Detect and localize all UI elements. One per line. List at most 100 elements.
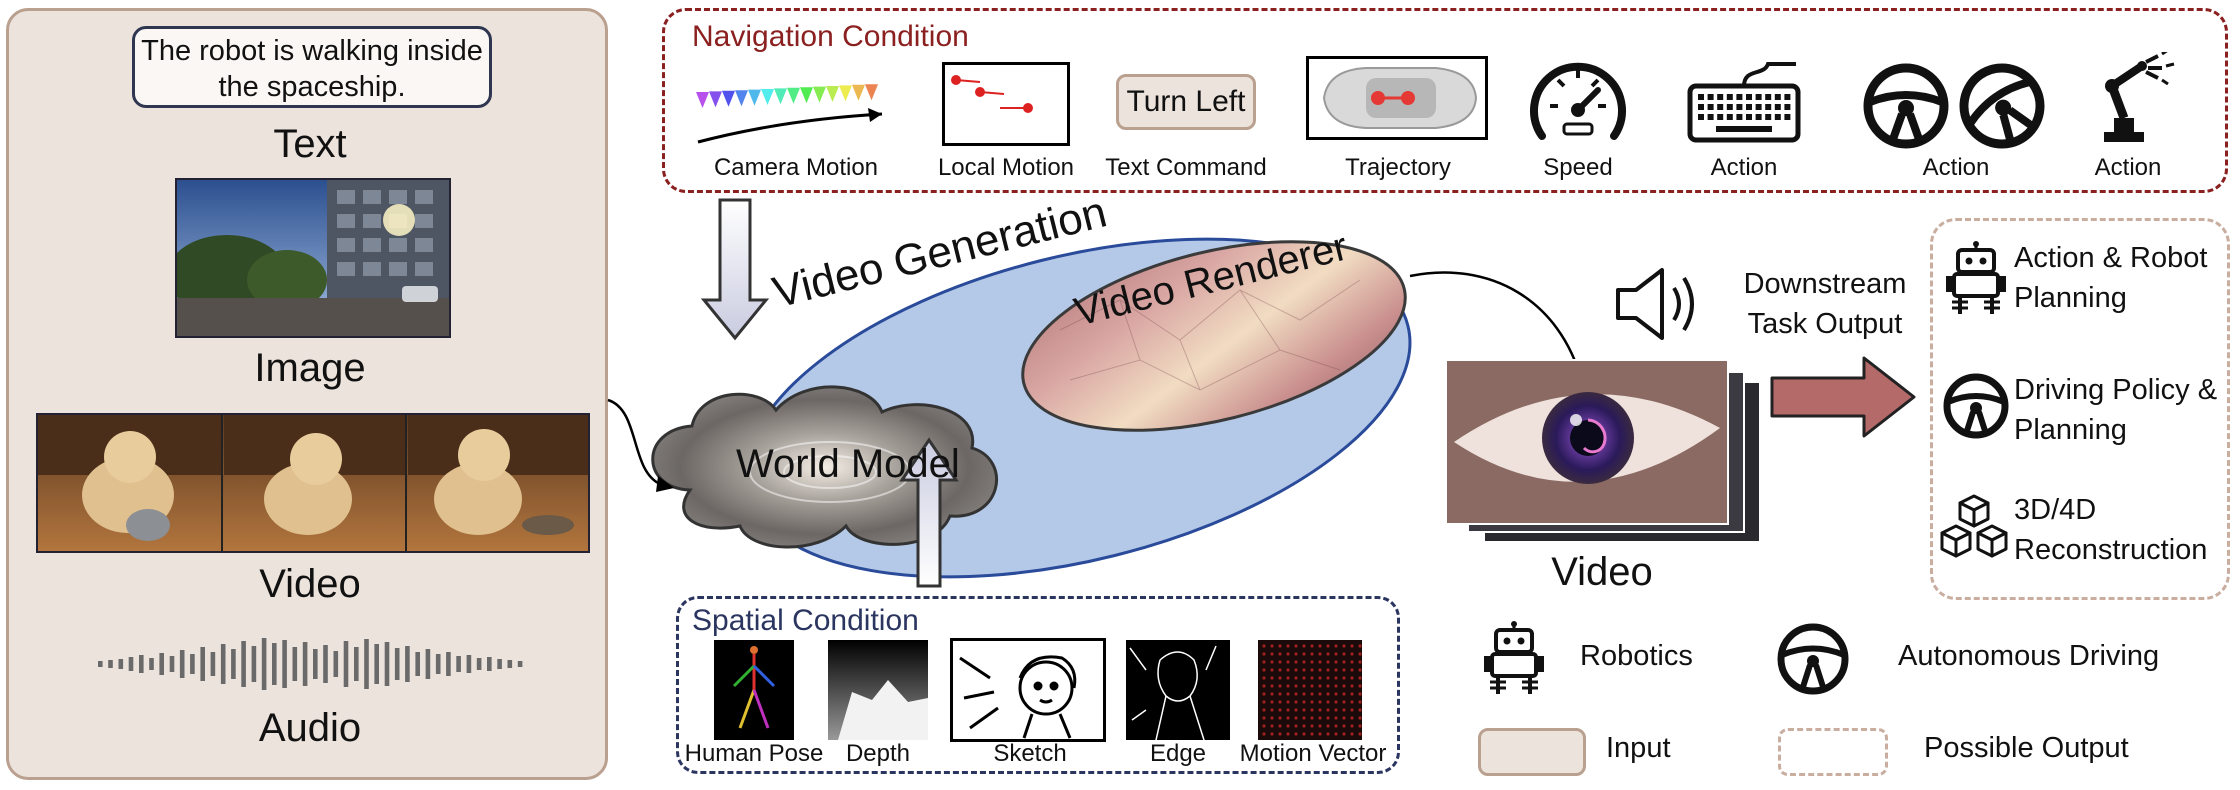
motion-vector-dot — [1278, 692, 1282, 696]
motion-vector-dot — [1318, 724, 1322, 728]
waveform-bar — [220, 644, 226, 684]
world-model-label: World Model — [736, 442, 960, 486]
keyboard-key — [1726, 104, 1733, 110]
motion-vector-dot — [1286, 652, 1290, 656]
waveform-bar — [108, 660, 113, 668]
waveform-bar — [149, 658, 154, 670]
waveform-bar — [190, 654, 195, 674]
motion-vector-dot — [1262, 724, 1266, 728]
steering-wheel-icon — [1863, 63, 1949, 149]
waveform-bar — [323, 645, 328, 683]
motion-vector-dot — [1358, 732, 1362, 736]
motion-vector-dot — [1270, 708, 1274, 712]
nav-label-local-motion: Local Motion — [937, 154, 1075, 181]
label-text: Text — [273, 122, 347, 166]
steering-wheel-turning-icon — [1959, 63, 2045, 149]
spatial-condition-box — [676, 596, 1400, 774]
keyboard-key — [1774, 94, 1781, 100]
motion-vector-dot — [1294, 724, 1298, 728]
motion-vector-dot — [1294, 676, 1298, 680]
motion-vector-dot — [1358, 724, 1362, 728]
motion-vector-dot — [1302, 652, 1306, 656]
motion-vector-dot — [1310, 724, 1314, 728]
waveform-bar — [313, 649, 318, 679]
motion-vector-dot — [1318, 660, 1322, 664]
input-to-model-arrow — [607, 398, 661, 486]
motion-vector-dot — [1350, 716, 1354, 720]
camera-frustum — [696, 92, 709, 108]
motion-vector-dot — [1342, 668, 1346, 672]
human-pose-map — [714, 640, 794, 740]
motion-vector-dot — [1310, 692, 1314, 696]
motion-vector-dot — [1318, 708, 1322, 712]
nav-label-action-robot-arm: Action — [2094, 154, 2162, 181]
motion-vector-dot — [1294, 668, 1298, 672]
motion-vector-dot — [1342, 684, 1346, 688]
keyboard-spacebar — [1716, 126, 1772, 132]
keyboard-key — [1784, 94, 1791, 100]
motion-vector-dot — [1350, 668, 1354, 672]
motion-vector-dot — [1286, 684, 1290, 688]
motion-vector-dot — [1310, 700, 1314, 704]
nav-label-trajectory: Trajectory — [1345, 154, 1451, 181]
video-output-label: Video — [1551, 550, 1653, 594]
camera-frustum — [774, 88, 787, 105]
keyboard-key — [1698, 114, 1704, 120]
keyboard-key — [1746, 104, 1752, 110]
legend-steering-icon — [1777, 623, 1849, 695]
world-model-cloud — [651, 385, 998, 549]
label-video: Video — [259, 562, 361, 606]
motion-vector-dot — [1294, 684, 1298, 688]
waveform-bar — [507, 660, 513, 668]
motion-vector-dot — [1318, 732, 1322, 736]
motion-vector-dot — [1262, 684, 1266, 688]
keyboard-icon — [1687, 62, 1801, 143]
keyboard-key — [1736, 114, 1743, 120]
motion-vector-dot — [1270, 652, 1274, 656]
motion-vector-dot — [1310, 708, 1314, 712]
motion-vector-dot — [1270, 724, 1274, 728]
spatial-label-depth: Depth — [845, 740, 911, 767]
legend-possible-output: Possible Output — [1924, 732, 2129, 764]
motion-vector-dot — [1326, 700, 1330, 704]
label-audio: Audio — [258, 706, 362, 750]
legend-possible-output-swatch — [1778, 728, 1888, 776]
camera-frustum — [800, 87, 813, 104]
local-motion-icon — [942, 62, 1070, 146]
motion-vector-dot — [1334, 724, 1338, 728]
waveform-bar — [517, 661, 523, 667]
keyboard-key — [1755, 104, 1762, 110]
motion-vector-dot — [1358, 668, 1362, 672]
motion-vector-dot — [1342, 652, 1346, 656]
output-arrow — [1770, 356, 1916, 438]
motion-vector-map — [1258, 640, 1362, 740]
motion-vector-dot — [1278, 708, 1282, 712]
speedometer-icon — [1530, 62, 1626, 140]
camera-frustum — [813, 86, 826, 103]
waveform-bar — [128, 657, 134, 671]
motion-vector-dot — [1302, 700, 1306, 704]
motion-vector-dot — [1326, 668, 1330, 672]
motion-vector-dot — [1262, 732, 1266, 736]
motion-vector-dot — [1342, 716, 1346, 720]
motion-vector-dot — [1278, 644, 1282, 648]
legend-robot-icon — [1484, 621, 1544, 694]
motion-vector-dot — [1286, 724, 1290, 728]
motion-vector-dot — [1358, 700, 1362, 704]
motion-vector-dot — [1294, 700, 1298, 704]
waveform-bar — [118, 659, 124, 669]
motion-vector-dot — [1334, 652, 1338, 656]
motion-vector-dot — [1294, 660, 1298, 664]
keyboard-key — [1774, 104, 1781, 110]
robot-arm-icon — [2104, 52, 2175, 142]
motion-vector-dot — [1302, 668, 1306, 672]
generated-video-stack — [1445, 359, 1761, 543]
motion-vector-dot — [1302, 708, 1306, 712]
motion-vector-dot — [1358, 644, 1362, 648]
motion-vector-dot — [1358, 716, 1362, 720]
motion-vector-dot — [1350, 644, 1354, 648]
motion-vector-dot — [1262, 700, 1266, 704]
motion-vector-dot — [1342, 700, 1346, 704]
waveform-bar — [200, 647, 205, 681]
street-image — [177, 180, 449, 336]
